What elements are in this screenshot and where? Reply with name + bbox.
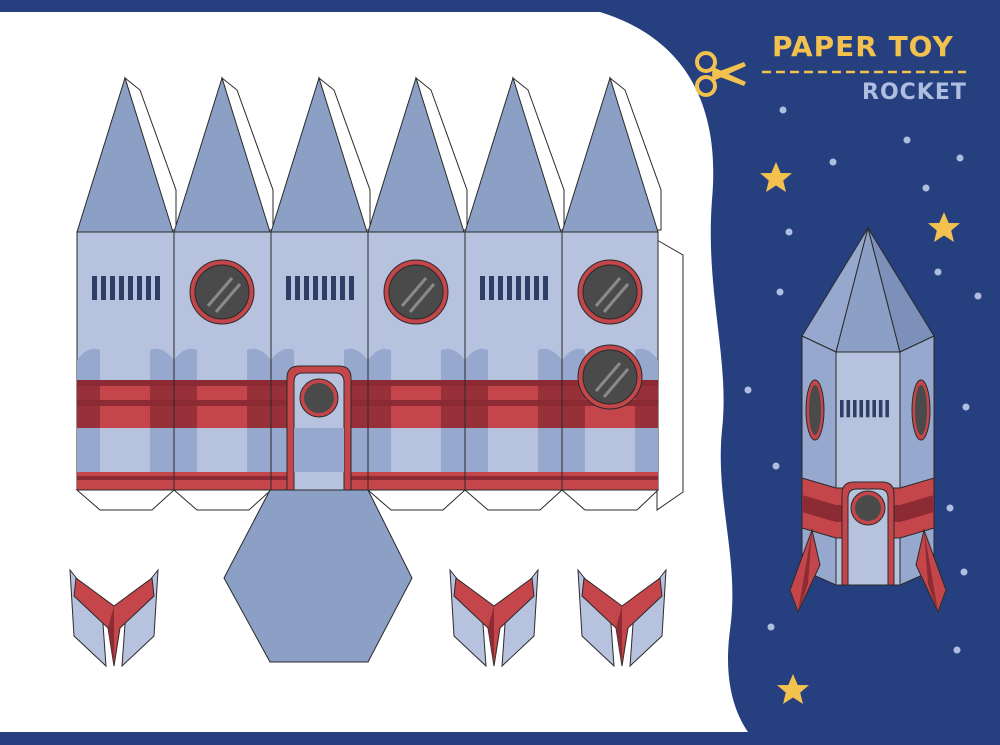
bottom-glue-tabs [75, 489, 660, 511]
rocket-template [69, 76, 684, 667]
scissors-icon [695, 51, 746, 97]
space-dots [744, 106, 982, 654]
star-icon [928, 212, 960, 242]
rocket-door-icon [286, 365, 352, 491]
star-icon [760, 162, 792, 192]
nose-cone-panels [76, 76, 662, 233]
porthole-window-icon [576, 343, 644, 411]
assembled-rocket [789, 227, 947, 614]
rocket-door-icon [841, 481, 895, 586]
porthole-window-icon [576, 258, 644, 326]
star-icon [777, 674, 809, 704]
subtitle-rocket: ROCKET [862, 80, 967, 105]
hexagon-base [223, 489, 413, 663]
title-paper-toy: PAPER TOY [772, 30, 954, 63]
body-panels [76, 231, 659, 491]
porthole-window-icon [188, 258, 256, 326]
porthole-window-icon [382, 258, 450, 326]
